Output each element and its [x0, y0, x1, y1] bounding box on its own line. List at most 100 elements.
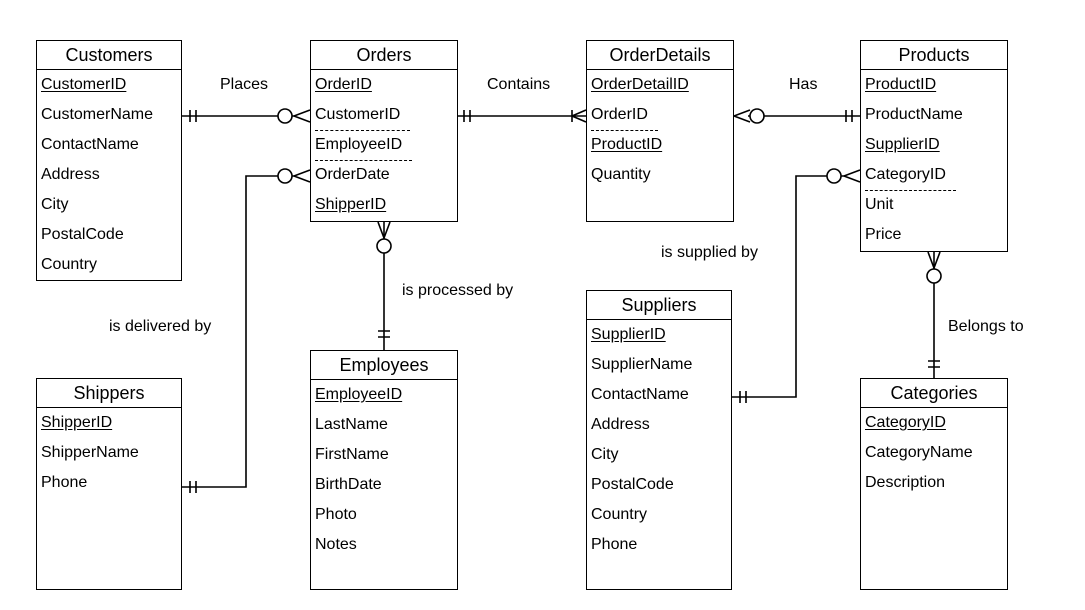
field-customers-postalcode: PostalCode	[37, 220, 181, 250]
field-name: City	[41, 196, 69, 213]
relationship-label-contains: Contains	[487, 76, 551, 93]
field-orders-orderid: OrderID	[311, 70, 457, 100]
field-orderdetails-orderdetailid: OrderDetailID	[587, 70, 733, 100]
entity-title: Products	[861, 41, 1007, 70]
relationship-label-places: Places	[220, 76, 269, 93]
field-name: Description	[865, 474, 946, 491]
field-name: CategoryID	[865, 414, 946, 431]
field-products-supplierid: SupplierID	[861, 130, 1007, 160]
field-employees-birthdate: BirthDate	[311, 470, 457, 500]
field-products-productname: ProductName	[861, 100, 1007, 130]
field-shippers-shippername: ShipperName	[37, 438, 181, 468]
field-name: ShipperID	[41, 414, 113, 431]
field-products-price: Price	[861, 220, 1007, 250]
field-customers-country: Country	[37, 250, 181, 280]
field-name: SupplierID	[591, 326, 666, 343]
entity-title: Orders	[311, 41, 457, 70]
field-name: Unit	[865, 196, 894, 213]
supplied-connector	[732, 168, 861, 403]
field-name: Country	[41, 256, 98, 273]
field-suppliers-suppliername: SupplierName	[587, 350, 731, 380]
field-name: ContactName	[41, 136, 139, 153]
field-name: Notes	[315, 536, 357, 553]
places-connector	[182, 108, 311, 124]
contains-connector	[458, 109, 587, 123]
field-name: CategoryID	[865, 166, 956, 191]
field-name: ContactName	[591, 386, 689, 403]
field-name: EmployeeID	[315, 386, 403, 403]
field-name: BirthDate	[315, 476, 382, 493]
processed-connector	[376, 221, 392, 350]
field-shippers-shipperid: ShipperID	[37, 408, 181, 438]
field-employees-lastname: LastName	[311, 410, 457, 440]
relationship-label-delivered: is delivered by	[109, 318, 212, 335]
relationship-label-supplied: is supplied by	[661, 244, 758, 261]
field-orders-customerid: CustomerID	[311, 100, 457, 131]
has-connector	[733, 108, 860, 124]
entity-title: Categories	[861, 379, 1007, 408]
field-customers-contactname: ContactName	[37, 130, 181, 160]
relationship-label-processed: is processed by	[402, 282, 514, 299]
field-name: ProductID	[591, 136, 663, 153]
field-name: Phone	[591, 536, 638, 553]
field-suppliers-address: Address	[587, 410, 731, 440]
field-name: Address	[41, 166, 100, 183]
field-orders-employeeid: EmployeeID	[311, 130, 457, 161]
field-name: ShipperName	[41, 444, 139, 461]
field-customers-address: Address	[37, 160, 181, 190]
field-name: Photo	[315, 506, 357, 523]
field-employees-firstname: FirstName	[311, 440, 457, 470]
field-orders-shipperid: ShipperID	[311, 190, 457, 220]
field-name: FirstName	[315, 446, 389, 463]
entity-title: Suppliers	[587, 291, 731, 320]
field-name: City	[591, 446, 619, 463]
field-categories-description: Description	[861, 468, 1007, 498]
delivered-connector	[182, 168, 311, 493]
field-orderdetails-orderid: OrderID	[587, 100, 733, 131]
field-name: PostalCode	[41, 226, 124, 243]
field-products-categoryid: CategoryID	[861, 160, 1007, 191]
field-name: OrderDate	[315, 166, 390, 183]
field-name: SupplierID	[865, 136, 940, 153]
field-orderdetails-productid: ProductID	[587, 130, 733, 160]
field-name: Phone	[41, 474, 88, 491]
field-suppliers-supplierid: SupplierID	[587, 320, 731, 350]
field-name: CustomerID	[315, 106, 411, 131]
field-products-unit: Unit	[861, 190, 1007, 220]
relationship-label-has: Has	[789, 76, 818, 93]
entity-title: Shippers	[37, 379, 181, 408]
field-name: LastName	[315, 416, 388, 433]
field-name: CustomerName	[41, 106, 154, 123]
field-customers-customername: CustomerName	[37, 100, 181, 130]
field-name: ProductID	[865, 76, 937, 93]
field-orderdetails-quantity: Quantity	[587, 160, 733, 190]
field-employees-notes: Notes	[311, 530, 457, 560]
field-name: CustomerID	[41, 76, 127, 93]
field-name: ShipperID	[315, 196, 387, 213]
field-name: PostalCode	[591, 476, 674, 493]
field-name: OrderID	[315, 76, 372, 93]
field-name: OrderID	[591, 106, 658, 131]
field-suppliers-country: Country	[587, 500, 731, 530]
field-customers-customerid: CustomerID	[37, 70, 181, 100]
field-suppliers-contactname: ContactName	[587, 380, 731, 410]
field-employees-photo: Photo	[311, 500, 457, 530]
field-customers-city: City	[37, 190, 181, 220]
field-name: ProductName	[865, 106, 963, 123]
field-name: Quantity	[591, 166, 651, 183]
field-products-productid: ProductID	[861, 70, 1007, 100]
field-name: OrderDetailID	[591, 76, 689, 93]
field-name: Address	[591, 416, 650, 433]
field-employees-employeeid: EmployeeID	[311, 380, 457, 410]
field-name: Country	[591, 506, 648, 523]
field-name: CategoryName	[865, 444, 973, 461]
